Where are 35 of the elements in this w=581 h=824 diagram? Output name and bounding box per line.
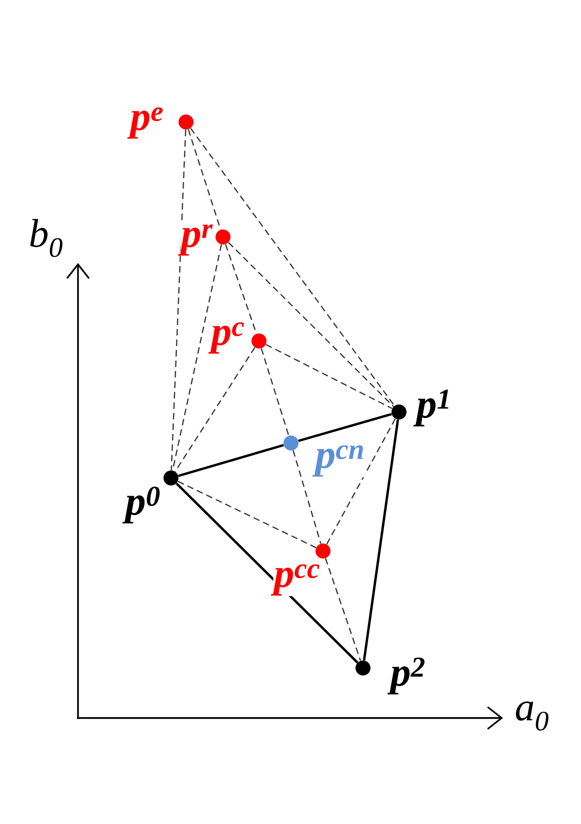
point-dot — [392, 404, 406, 420]
dashed-line — [324, 558, 362, 661]
dashed-line — [172, 244, 222, 471]
triangle-side — [298, 412, 392, 442]
axis-label: a$_{0}$ — [516, 701, 548, 731]
triangle-side — [176, 482, 358, 664]
dashed-line — [188, 129, 222, 230]
point-dot — [316, 544, 330, 558]
dashed-line — [174, 347, 256, 472]
dashed-line — [170, 130, 186, 470]
triangle-side — [362, 419, 400, 661]
point-label: p$^{r}$ — [178, 224, 214, 256]
dashed-line — [266, 344, 392, 410]
point-dot — [178, 114, 194, 130]
axis-label: b$_{0}$ — [30, 218, 62, 258]
point-label: p$^{c}$ — [208, 322, 246, 354]
triangle-side — [178, 444, 284, 477]
point-dot — [356, 660, 370, 676]
point-label: p$^{0}$ — [122, 486, 162, 524]
point-label: p$^{e}$ — [127, 106, 164, 140]
dashed-line — [190, 128, 395, 406]
dashed-line — [228, 242, 394, 407]
dashed-line — [326, 418, 396, 545]
point-label: p$^{cc}$ — [270, 564, 321, 596]
point-label: p$^{cn}$ — [312, 444, 366, 478]
dashed-line — [292, 450, 322, 544]
point-dot — [216, 230, 230, 244]
dashed-line — [260, 348, 290, 436]
point-dot — [164, 470, 178, 486]
point-dot — [284, 436, 298, 450]
point-label: p$^{2}$ — [387, 657, 426, 695]
dashed-line — [224, 244, 258, 334]
dashed-line — [178, 480, 316, 548]
point-label: p$^{1}$ — [413, 389, 452, 427]
point-dot — [252, 334, 266, 348]
